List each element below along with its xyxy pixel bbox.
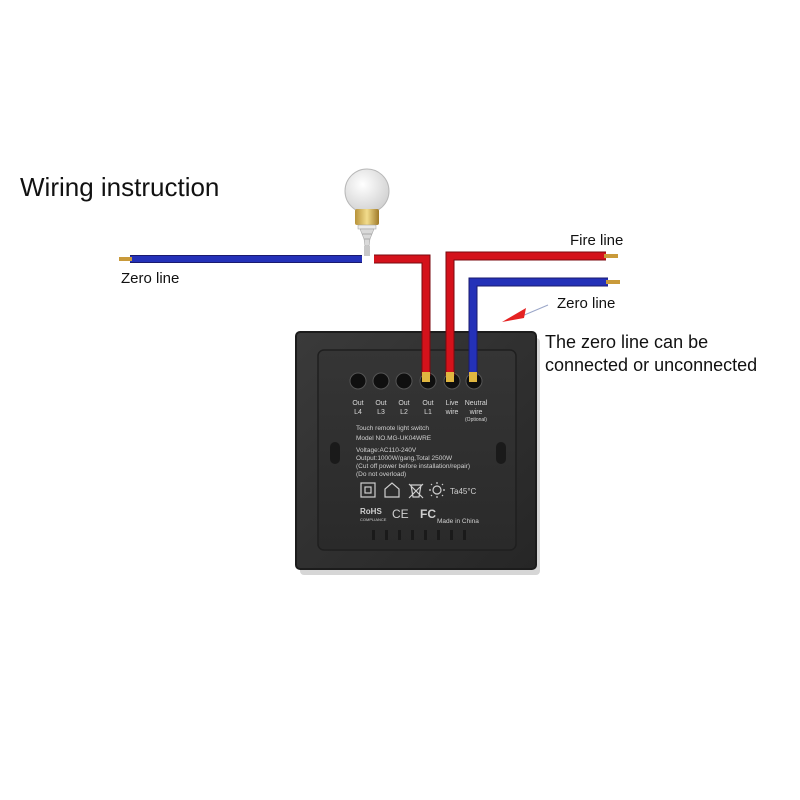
terminal-l2-bottom: L2 bbox=[400, 409, 408, 416]
sun-icon bbox=[432, 485, 442, 495]
terminal-l1-bottom: L1 bbox=[424, 409, 432, 416]
light-bulb-icon bbox=[344, 168, 390, 256]
spec-line-3: Voltage:AC110-240V bbox=[356, 447, 417, 454]
arrow-icon bbox=[502, 304, 549, 322]
spec-line-1: Touch remote light switch bbox=[356, 425, 429, 432]
note-line-2: connected or unconnected bbox=[545, 355, 758, 375]
terminal-l3-top: Out bbox=[375, 400, 386, 407]
made-in-mark: Made in China bbox=[437, 518, 479, 525]
ce-mark: CE bbox=[392, 507, 409, 521]
terminal-live-top: Live bbox=[446, 400, 459, 407]
temperature-mark: Ta45°C bbox=[450, 487, 477, 496]
fc-mark: FC bbox=[420, 507, 436, 521]
terminal-l3-bottom: L3 bbox=[377, 409, 385, 416]
page-title: Wiring instruction bbox=[20, 172, 220, 202]
zero-line-label-left: Zero line bbox=[121, 270, 180, 287]
terminal-l4-top: Out bbox=[352, 400, 363, 407]
fire-line-label: Fire line bbox=[570, 232, 624, 249]
terminal-l1-top: Out bbox=[422, 400, 433, 407]
terminal-l4-bottom: L4 bbox=[354, 409, 362, 416]
double-insulation-icon bbox=[360, 482, 376, 498]
terminal-block bbox=[349, 372, 483, 390]
terminal-live-bottom: wire bbox=[445, 409, 459, 416]
terminal-neutral-bottom: wire bbox=[469, 409, 483, 416]
spec-line-6: (Do not overload) bbox=[356, 471, 406, 478]
certification-marks bbox=[360, 482, 445, 499]
terminal-neutral-top: Neutral bbox=[465, 400, 488, 407]
rohs-sub: COMPLIANCE bbox=[360, 517, 387, 522]
indoor-use-icon bbox=[384, 482, 400, 498]
terminal-l2-top: Out bbox=[398, 400, 409, 407]
note-line-1: The zero line can be bbox=[545, 332, 709, 352]
spec-line-4: Output:1000W/gang,Total 2500W bbox=[356, 455, 453, 462]
switch-panel bbox=[295, 331, 540, 575]
weee-bin-icon bbox=[408, 483, 424, 499]
spec-line-2: Model NO.MG-UK04WRE bbox=[356, 435, 432, 442]
spec-line-5: (Cut off power before installation/repai… bbox=[356, 463, 470, 470]
zero-line-label-right: Zero line bbox=[557, 295, 616, 312]
terminal-neutral-note: (Optional) bbox=[465, 417, 487, 423]
zero-line-note: The zero line can be connected or unconn… bbox=[545, 331, 757, 377]
rohs-mark: RoHS bbox=[360, 507, 382, 516]
wiring bbox=[119, 251, 620, 382]
